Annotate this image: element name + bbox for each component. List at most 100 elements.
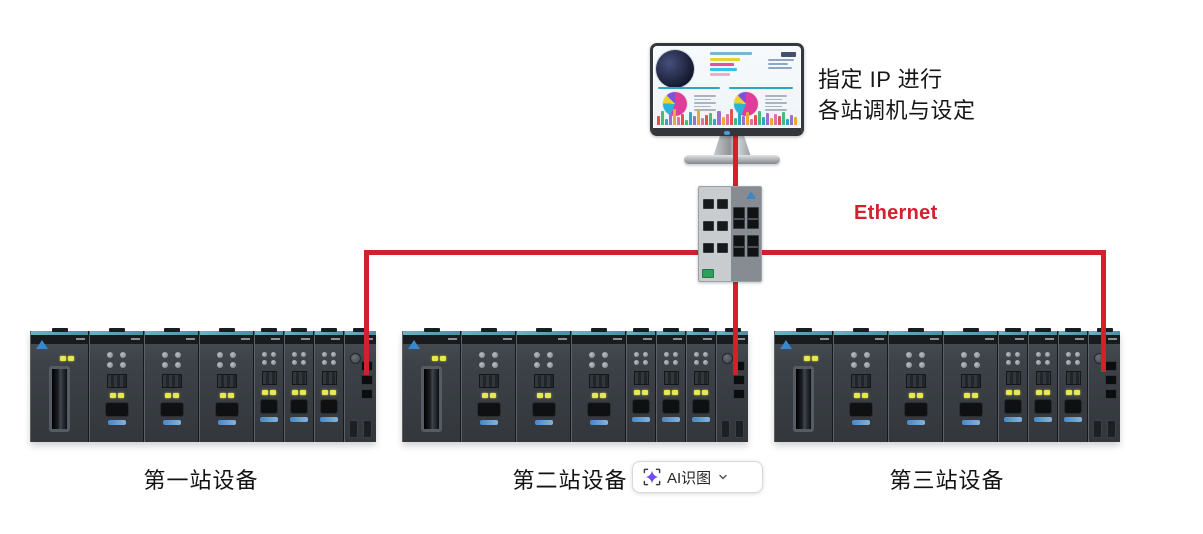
cable-drop-station3 (1101, 250, 1106, 372)
ai-button-label: AI识图 (667, 469, 712, 487)
status-leds (431, 356, 446, 361)
station-3-rack (774, 328, 1120, 442)
station-3-label: 第三站设备 (889, 468, 1005, 493)
indicator-dots (664, 352, 678, 365)
connector-socket (1004, 399, 1022, 414)
connector-socket (632, 399, 650, 414)
drive-wide-module (461, 328, 515, 442)
switch-port (717, 243, 728, 253)
status-leds (853, 393, 868, 398)
brand-mark (961, 420, 980, 425)
switch-dual-port (747, 235, 759, 257)
connector-socket (848, 402, 873, 417)
delta-logo (408, 340, 420, 349)
connector-socket (214, 402, 239, 417)
delta-logo (780, 340, 792, 349)
brand-mark (1034, 417, 1052, 422)
ai-scan-sparkle-icon (643, 468, 661, 486)
indicator-dots (851, 352, 870, 368)
brand-mark (217, 420, 236, 425)
station-1-label: 第一站设备 (143, 468, 259, 493)
indicator-dots (694, 352, 708, 365)
chevron-down-icon (719, 474, 727, 480)
comm-module (1088, 328, 1120, 442)
switch-dual-port (747, 207, 759, 229)
drive-narrow-module (626, 328, 655, 442)
pie-legend-lines (765, 95, 789, 113)
status-leds (1006, 390, 1020, 395)
connector-socket (1064, 399, 1082, 414)
brand-mark (692, 417, 710, 422)
brand-mark (320, 417, 338, 422)
terminal-block (1065, 371, 1081, 385)
indicator-dots (906, 352, 925, 368)
annotation-text: 指定 IP 进行 各站调机与设定 (818, 64, 976, 126)
brand-mark (1064, 417, 1082, 422)
brand-mark (479, 420, 498, 425)
status-leds (1036, 390, 1050, 395)
status-leds (59, 356, 74, 361)
brand-mark (534, 420, 553, 425)
pie-legend-lines (694, 95, 718, 113)
terminal-block (106, 374, 127, 388)
monitor-stand-base (684, 155, 780, 164)
brand-mark (260, 417, 278, 422)
indicator-dots (107, 352, 126, 368)
connector-socket (1034, 399, 1052, 414)
terminal-block (161, 374, 182, 388)
connector-socket (260, 399, 278, 414)
drive-wide-module (943, 328, 997, 442)
brand-mark (632, 417, 650, 422)
terminal-block (261, 371, 277, 385)
terminal-block (850, 374, 871, 388)
status-leds (292, 390, 306, 395)
histogram-chart (657, 105, 798, 125)
brand-mark (107, 420, 126, 425)
drive-narrow-module (1028, 328, 1057, 442)
switch-port (703, 199, 714, 209)
switch-port (717, 221, 728, 231)
ai-recognize-button[interactable]: AI识图 (632, 461, 763, 493)
connector-socket (662, 399, 680, 414)
indicator-dots (1036, 352, 1050, 365)
status-leds (803, 356, 818, 361)
terminal-block (693, 371, 709, 385)
dashboard-screen (654, 47, 800, 127)
comm-module (344, 328, 376, 442)
status-leds (262, 390, 276, 395)
controller-module (402, 328, 460, 442)
indicator-dots (961, 352, 980, 368)
drive-narrow-module (998, 328, 1027, 442)
delta-logo (36, 340, 48, 349)
rj45-ports (733, 361, 745, 399)
switch-dual-port (733, 235, 745, 257)
connector-socket (958, 402, 983, 417)
brand-mark (589, 420, 608, 425)
brand-mark (1004, 417, 1022, 422)
switch-dual-port (733, 207, 745, 229)
status-leds (664, 390, 678, 395)
terminal-block (216, 374, 237, 388)
terminal-block (588, 374, 609, 388)
drive-narrow-module (1058, 328, 1087, 442)
status-leds (219, 393, 234, 398)
brand-mark (162, 420, 181, 425)
connector-socket (104, 402, 129, 417)
controller-module (774, 328, 832, 442)
ethernet-label: Ethernet (854, 202, 938, 224)
switch-port (717, 199, 728, 209)
drive-wide-module (144, 328, 198, 442)
drive-wide-module (199, 328, 253, 442)
indicator-dots (479, 352, 498, 368)
terminal-block (1035, 371, 1051, 385)
section-divider (729, 87, 793, 89)
annotation-line-1: 指定 IP 进行 (818, 67, 943, 92)
terminal-block (960, 374, 981, 388)
status-leds (963, 393, 978, 398)
terminal-block (663, 371, 679, 385)
drive-narrow-module (686, 328, 715, 442)
connector-socket (290, 399, 308, 414)
brand-mark (906, 420, 925, 425)
drive-wide-module (516, 328, 570, 442)
controller-module (30, 328, 88, 442)
